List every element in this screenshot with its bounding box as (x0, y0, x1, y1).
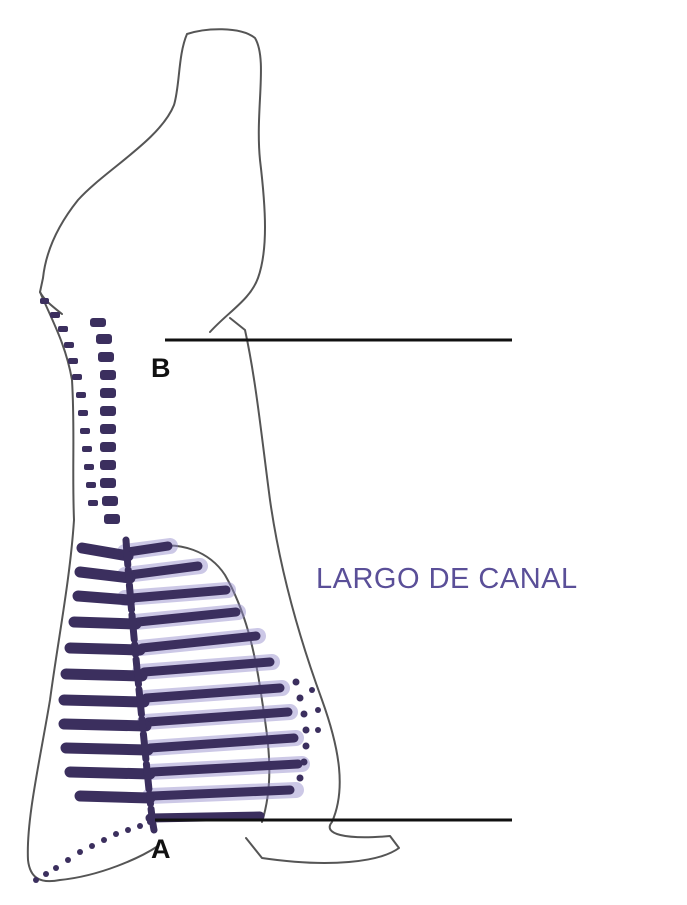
rib (142, 636, 256, 648)
point-a-label: A (151, 834, 171, 864)
hind-leg-outline (40, 29, 265, 332)
carcass-length-label: LARGO DE CANAL (316, 563, 578, 595)
skeleton (33, 298, 321, 883)
spine-column (126, 540, 154, 830)
rib (150, 816, 260, 818)
rib (152, 790, 290, 796)
rib (128, 546, 168, 552)
point-b-label: B (151, 353, 171, 383)
neck-vertebrae (40, 298, 120, 524)
